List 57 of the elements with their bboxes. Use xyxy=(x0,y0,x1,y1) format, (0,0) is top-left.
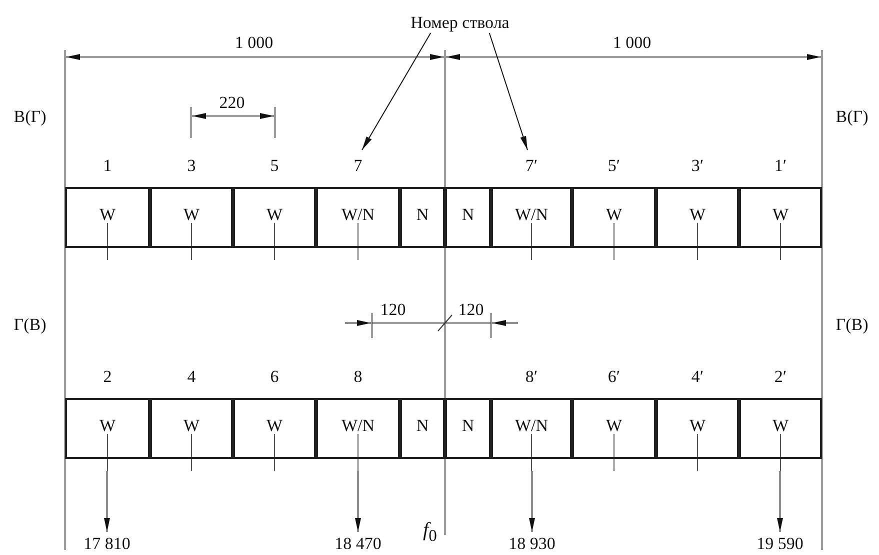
channel-cell: W xyxy=(739,187,822,248)
channel-number: 5 xyxy=(270,156,279,176)
channel-cell: N xyxy=(400,398,445,459)
channel-cell: W xyxy=(65,187,150,248)
dimension-text: 1 000 xyxy=(612,33,652,53)
channel-number: 2′ xyxy=(774,367,787,387)
leader-arrow xyxy=(362,32,432,150)
channel-cell: W xyxy=(65,398,150,459)
polarization-label: В(Г) xyxy=(14,107,46,127)
channel-cell: W xyxy=(233,187,316,248)
channel-number: 3 xyxy=(187,156,196,176)
arrow xyxy=(104,470,110,532)
polarization-label: Г(В) xyxy=(836,315,868,335)
frequency-label: 18 930 xyxy=(508,534,556,554)
channel-cell: N xyxy=(400,187,445,248)
channel-cell: W xyxy=(572,187,656,248)
dimension-text: 120 xyxy=(458,300,484,320)
arrow xyxy=(355,470,361,532)
channel-cell: W/N xyxy=(316,398,400,459)
channel-cell: W/N xyxy=(491,398,572,459)
channel-number: 6′ xyxy=(608,367,620,387)
polarization-label: Г(В) xyxy=(14,315,46,335)
dimension-text: 220 xyxy=(219,93,245,113)
channel-cell: N xyxy=(445,187,491,248)
channel-number: 3′ xyxy=(691,156,704,176)
channel-number: 2 xyxy=(103,367,112,387)
frequency-label: 19 590 xyxy=(756,534,804,554)
dimension-text: 120 xyxy=(380,300,406,320)
channel-number: 1′ xyxy=(774,156,787,176)
frequency-label: 17 810 xyxy=(84,534,130,554)
channel-cell: W xyxy=(739,398,822,459)
channel-number: 7 xyxy=(354,156,362,176)
channel-number: 1 xyxy=(103,156,112,176)
channel-cell: W/N xyxy=(491,187,572,248)
channel-number: 6 xyxy=(270,367,279,387)
polarization-label: В(Г) xyxy=(836,107,868,127)
channel-cell: W xyxy=(150,398,233,459)
channel-cell: W xyxy=(233,398,316,459)
dimension-text: 1 000 xyxy=(234,33,274,53)
annotation-text: Номер ствола xyxy=(410,13,510,33)
channel-cell: W xyxy=(656,187,739,248)
channel-number: 4 xyxy=(187,367,196,387)
channel-number: 5′ xyxy=(608,156,620,176)
frequency-symbol: f$_{0}$ xyxy=(423,520,437,546)
arrow xyxy=(777,470,783,532)
leader-arrow xyxy=(488,32,528,150)
channel-number: 7′ xyxy=(525,156,538,176)
channel-cell: W xyxy=(150,187,233,248)
arrow xyxy=(529,470,535,532)
channel-cell: W/N xyxy=(316,187,400,248)
frequency-label: 18 470 xyxy=(334,534,382,554)
channel-number: 4′ xyxy=(691,367,704,387)
channel-number: 8 xyxy=(354,367,362,387)
channel-number: 8′ xyxy=(525,367,538,387)
channel-cell: W xyxy=(656,398,739,459)
channel-cell: W xyxy=(572,398,656,459)
channel-cell: N xyxy=(445,398,491,459)
